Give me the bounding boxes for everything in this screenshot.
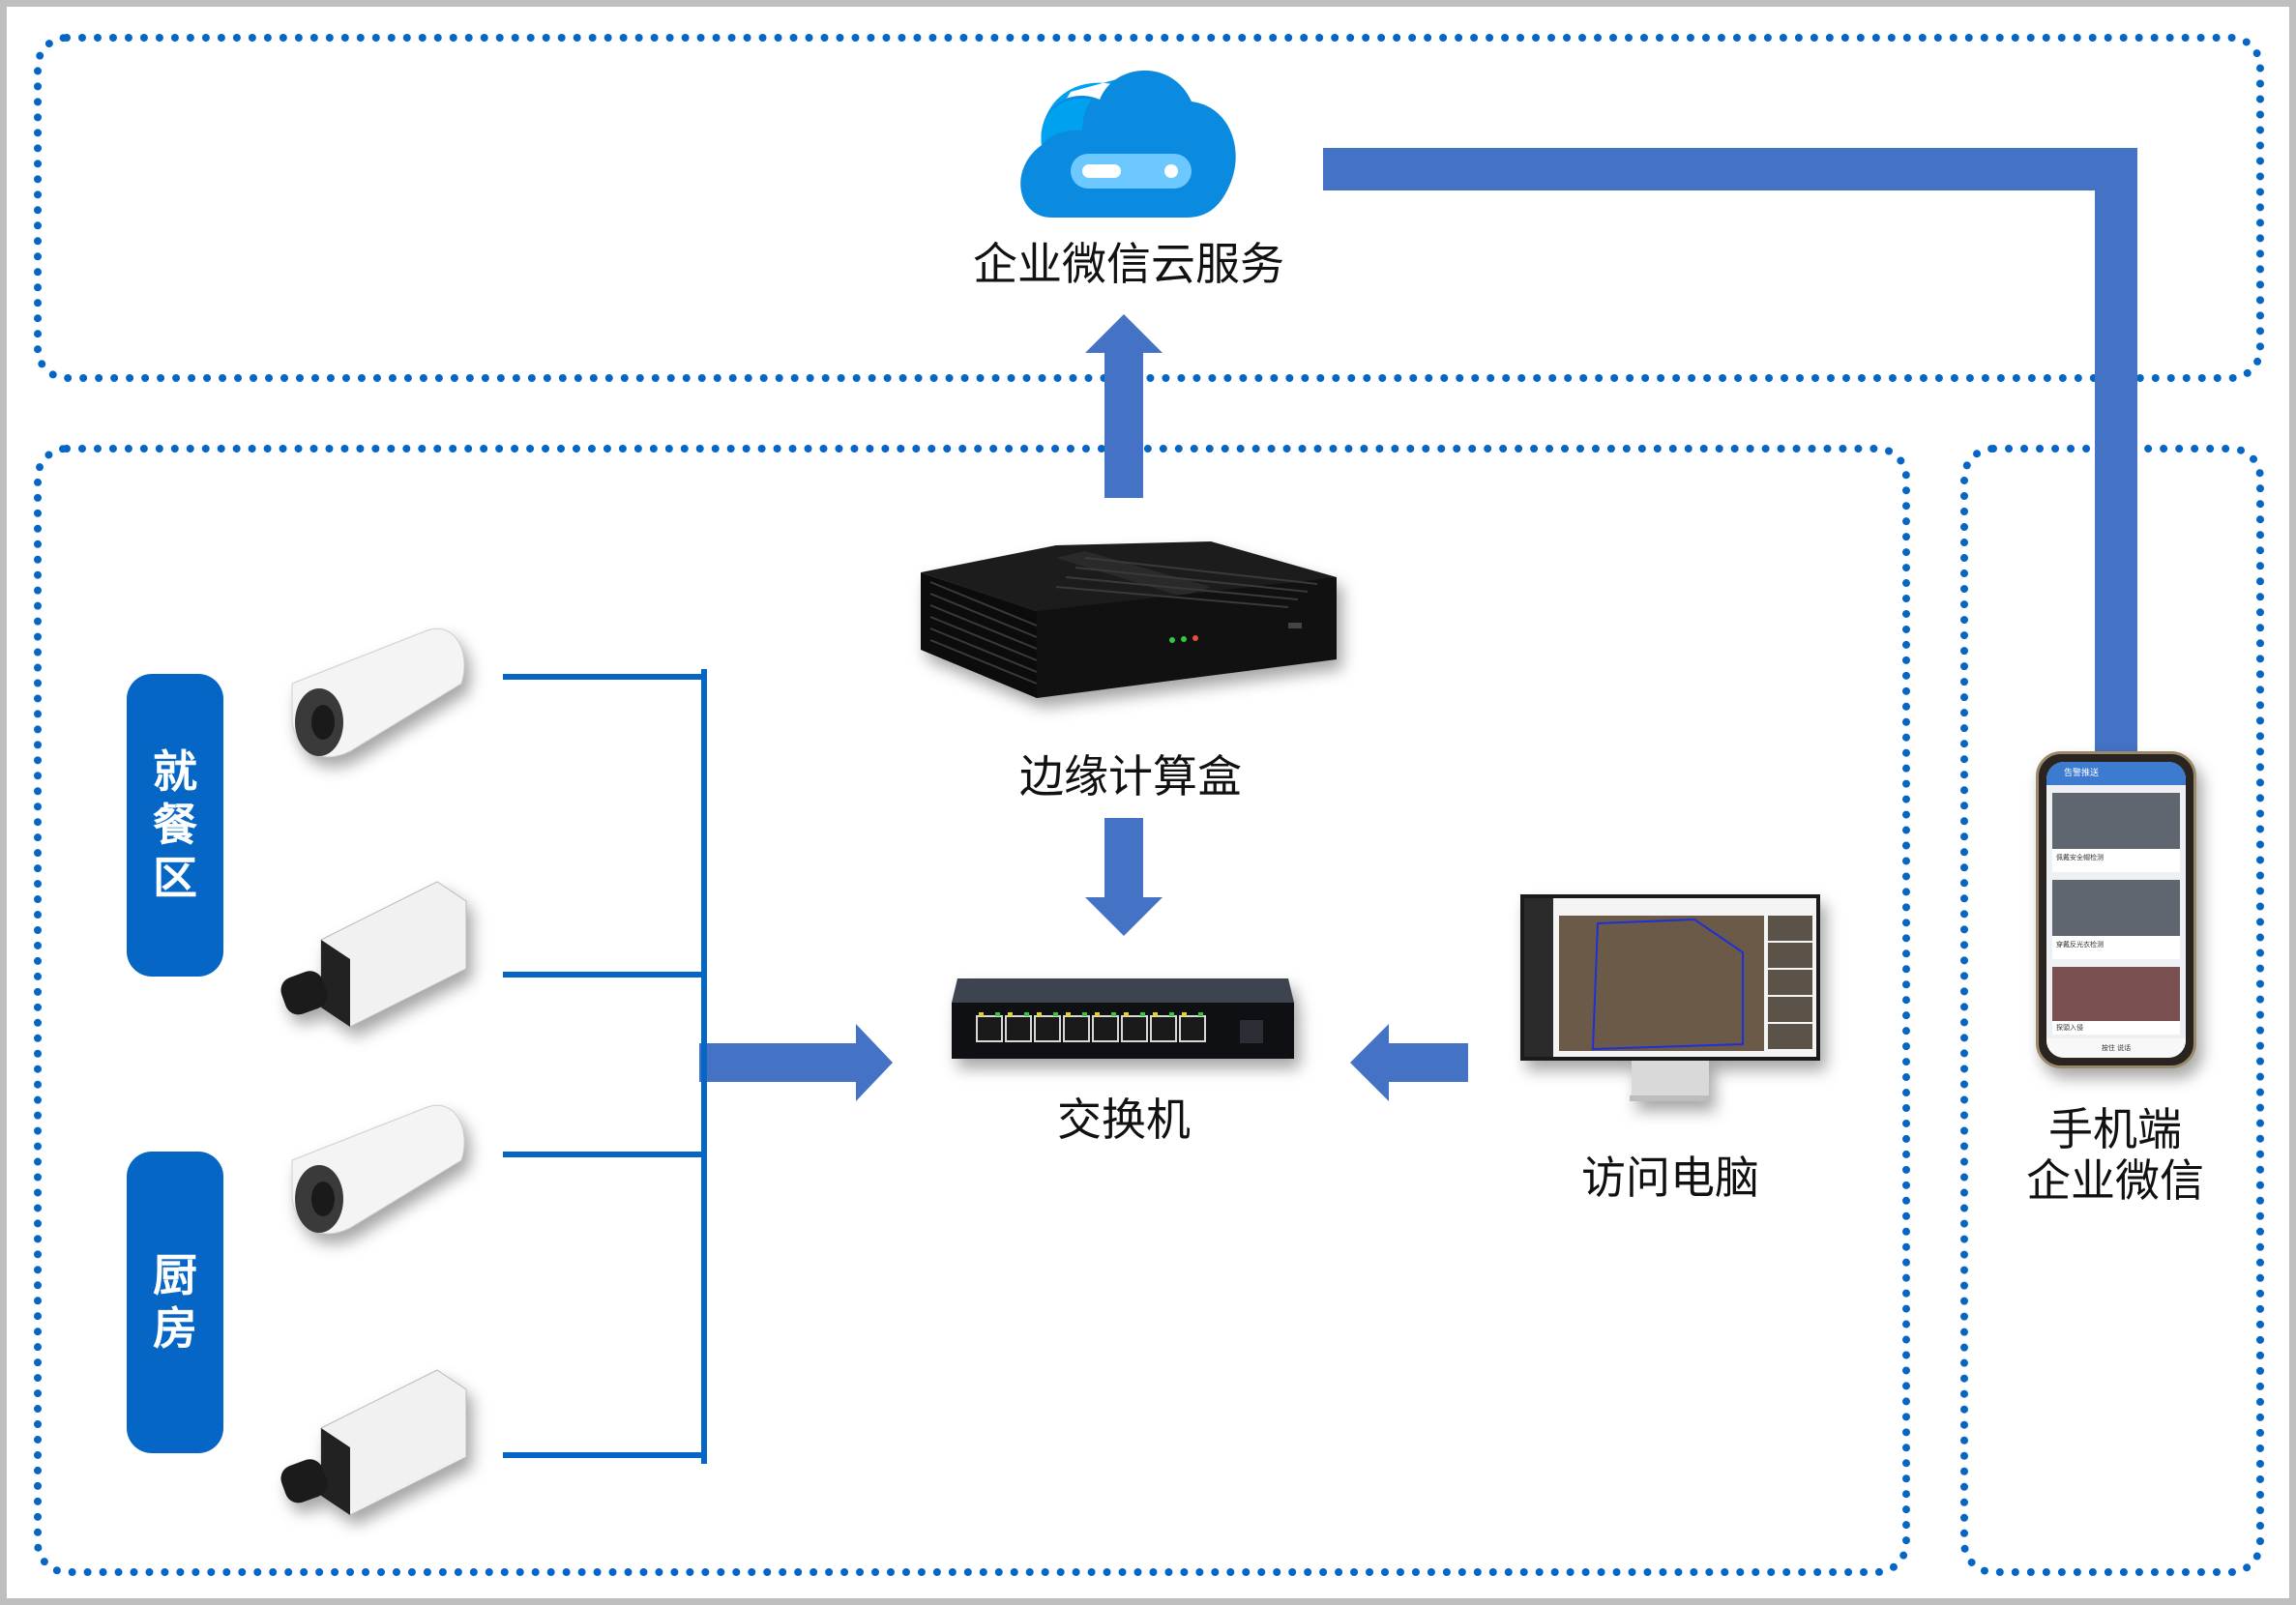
- server-led-dot: [1164, 164, 1178, 178]
- switch-port-led: [1095, 1012, 1100, 1016]
- cloud-left-lobe: [1041, 98, 1092, 145]
- switch-port: [1063, 1015, 1090, 1042]
- switch-port: [1179, 1015, 1206, 1042]
- usb-port: [1288, 623, 1302, 628]
- camera-wire-1: [503, 674, 706, 680]
- cloud-body: [1020, 70, 1236, 219]
- box-camera-icon-1: [280, 881, 467, 1028]
- cloud-service-label: 企业微信云服务: [973, 238, 1284, 290]
- camera-wire-2: [503, 972, 706, 978]
- cloud-zone: [34, 34, 2264, 382]
- phone-header-title: 告警推送: [2064, 769, 2100, 778]
- monitor-thumb-4: [1768, 997, 1812, 1022]
- switch-port: [1034, 1015, 1061, 1042]
- monitor-stand: [1632, 1061, 1709, 1099]
- switch-port-led: [1111, 1012, 1116, 1016]
- switch-port-led: [1037, 1012, 1042, 1016]
- monitor-thumb-5: [1768, 1024, 1812, 1049]
- switch-port-led: [1182, 1012, 1187, 1016]
- phone-card-1[interactable]: 佩戴安全帽检测: [2052, 793, 2180, 872]
- arrow-cameras-to-switch: [699, 1024, 893, 1101]
- switch-port-led: [1053, 1012, 1058, 1016]
- led-pwr: [1192, 635, 1198, 641]
- diagram-canvas: 企业微信云服务 边缘计算盒 交换机: [7, 7, 2289, 1598]
- edge-box-side: [921, 572, 1037, 698]
- phone-voice-hint: 按住 说话: [2101, 1044, 2132, 1052]
- phone-card-2-title: 穿戴反光衣检测: [2056, 941, 2104, 948]
- monitor-thumb-1: [1768, 916, 1812, 941]
- switch-port-led: [1024, 1012, 1029, 1016]
- phone-screen: 告警推送 佩戴安全帽检测 穿戴反光衣检测 探頭入侵 按住 说话: [2046, 762, 2186, 1058]
- bullet-camera-icon-1: [291, 627, 465, 758]
- phone-card-3-image: [2052, 967, 2180, 1021]
- camera-wire-4: [503, 1452, 706, 1458]
- monitor-icon: [1520, 894, 1820, 1101]
- local-network-zone: [34, 445, 1910, 1576]
- switch-port-led: [1082, 1012, 1087, 1016]
- zone-pill-kitchen-char-2: 房: [153, 1302, 197, 1355]
- zone-pill-kitchen-char-1: 厨: [153, 1248, 197, 1301]
- mobile-label-line1: 手机端: [2048, 1103, 2182, 1155]
- switch-port-led: [1066, 1012, 1071, 1016]
- zone-pill-dining-char-2: 餐: [153, 798, 197, 851]
- switch-ports: [976, 1012, 1206, 1042]
- zone-pill-dining-char-1: 就: [153, 744, 197, 798]
- phone-card-1-title: 佩戴安全帽检测: [2056, 854, 2104, 861]
- server-slot: [1071, 154, 1192, 189]
- switch-port-led: [979, 1012, 984, 1016]
- mobile-label: 手机端 企业微信: [1970, 1104, 2260, 1207]
- zone-pill-dining-char-3: 区: [153, 852, 197, 905]
- arrow-pc-to-switch: [1350, 1024, 1468, 1101]
- camera-bus-wire: [701, 669, 707, 1464]
- pc-label: 访问电脑: [1581, 1152, 1759, 1204]
- edge-box-label: 边缘计算盒: [1019, 750, 1242, 802]
- edge-computing-box-icon: [921, 541, 1337, 698]
- sfp-port: [1240, 1020, 1263, 1043]
- phone-card-2[interactable]: 穿戴反光衣检测: [2052, 880, 2180, 959]
- arrow-edge-to-switch: [1085, 818, 1163, 936]
- phone-card-3[interactable]: 探頭入侵: [2052, 967, 2180, 1035]
- camera-wire-3: [503, 1152, 706, 1157]
- switch-port: [1121, 1015, 1148, 1042]
- mobile-label-line2: 企业微信: [2026, 1153, 2204, 1207]
- switch-port: [976, 1015, 1003, 1042]
- phone-card-2-image: [2052, 880, 2180, 936]
- switch-label: 交换机: [1057, 1094, 1191, 1146]
- switch-top: [952, 978, 1294, 1003]
- smartphone-icon: 告警推送 佩戴安全帽检测 穿戴反光衣检测 探頭入侵 按住 说话: [2036, 751, 2196, 1068]
- switch-port-led: [1008, 1012, 1013, 1016]
- switch-port-led: [1124, 1012, 1129, 1016]
- led-sys: [1181, 636, 1187, 642]
- zone-pill-kitchen: 厨 房: [127, 1152, 223, 1453]
- edge-box-front: [1037, 577, 1337, 698]
- switch-port-led: [1169, 1012, 1174, 1016]
- monitor-thumb-2: [1768, 943, 1812, 968]
- cloud-server-icon: [1020, 70, 1236, 219]
- bullet-camera-icon-2: [291, 1104, 465, 1235]
- monitor-main-video: [1559, 916, 1764, 1051]
- phone-input-bar[interactable]: 按住 说话: [2046, 1038, 2186, 1058]
- arrow-edge-to-cloud: [1085, 314, 1163, 498]
- zone-pill-dining: 就 餐 区: [127, 674, 223, 977]
- switch-port-led: [995, 1012, 1000, 1016]
- switch-port-led: [1153, 1012, 1158, 1016]
- switch-port-led: [1140, 1012, 1145, 1016]
- switch-port: [1005, 1015, 1032, 1042]
- phone-card-1-image: [2052, 793, 2180, 849]
- led-hdd: [1169, 637, 1175, 643]
- switch-port: [1092, 1015, 1119, 1042]
- box-camera-icon-2: [280, 1369, 467, 1516]
- network-switch-icon: [952, 978, 1294, 1059]
- phone-card-3-title: 探頭入侵: [2056, 1024, 2083, 1032]
- phone-header: 告警推送: [2046, 762, 2186, 785]
- server-led-bar: [1082, 164, 1121, 178]
- switch-port-led: [1198, 1012, 1203, 1016]
- cloud-back-lobe: [1042, 71, 1148, 140]
- monitor-sidebar: [1524, 898, 1553, 1057]
- monitor-thumb-3: [1768, 970, 1812, 995]
- monitor-base: [1630, 1095, 1711, 1101]
- switch-port: [1150, 1015, 1177, 1042]
